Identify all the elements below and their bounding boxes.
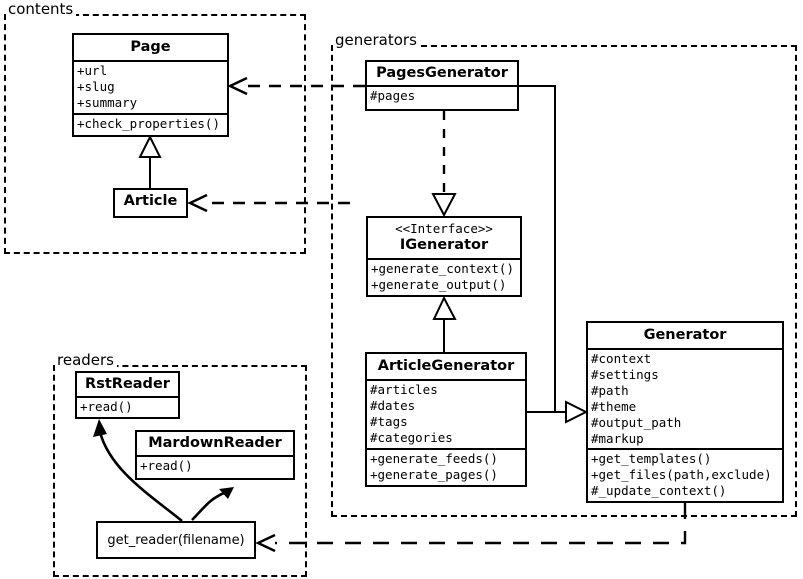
class-mardown-reader-methods: +read() — [137, 455, 293, 476]
class-article[interactable]: Article — [113, 188, 188, 218]
attribute-row: #dates — [370, 398, 416, 414]
class-rst-reader-name: RstReader — [85, 376, 170, 392]
class-article-generator-methods: +generate_feeds() +generate_pages() — [367, 447, 525, 485]
method-row: #_update_context() — [591, 483, 727, 499]
class-page-attributes: +url +slug +summary — [74, 60, 227, 113]
function-get-reader[interactable]: get_reader(filename) — [96, 521, 256, 559]
attribute-row: #pages — [370, 88, 416, 104]
attribute-row: #categories — [370, 429, 453, 445]
package-readers — [53, 365, 307, 577]
attribute-row: #path — [591, 382, 629, 398]
class-igenerator[interactable]: <<Interface>> IGenerator +generate_conte… — [366, 216, 522, 297]
package-generators-label: generators — [333, 31, 420, 49]
class-igenerator-name: <<Interface>> IGenerator — [368, 218, 520, 258]
class-page-methods: +check_properties() — [74, 112, 227, 134]
class-article-generator-name: ArticleGenerator — [377, 358, 515, 374]
method-row: +generate_pages() — [370, 466, 498, 482]
class-igenerator-stereotype: <<Interface>> — [395, 221, 493, 236]
class-rst-reader-methods: +read() — [77, 396, 178, 417]
attribute-row: #theme — [591, 398, 637, 414]
method-row: +generate_context() — [371, 261, 514, 277]
method-row: +read() — [80, 399, 133, 415]
attribute-row: +slug — [77, 79, 115, 95]
class-page-name: Page — [130, 39, 171, 55]
attribute-row: #context — [591, 351, 652, 367]
package-generators — [331, 45, 797, 517]
attribute-row: +url — [77, 63, 108, 79]
class-page[interactable]: Page +url +slug +summary +check_properti… — [72, 33, 229, 137]
class-mardown-reader[interactable]: MardownReader +read() — [135, 430, 295, 480]
class-mardown-reader-name: MardownReader — [148, 435, 282, 451]
attribute-row: #markup — [591, 430, 644, 446]
class-generator[interactable]: Generator #context #settings #path #them… — [586, 321, 784, 503]
attribute-row: #tags — [370, 413, 408, 429]
method-row: +generate_feeds() — [370, 450, 498, 466]
attribute-row: +summary — [77, 94, 138, 110]
class-pages-generator-name: PagesGenerator — [376, 65, 508, 81]
package-contents — [4, 14, 306, 254]
method-row: +read() — [140, 458, 193, 474]
class-pages-generator-attributes: #pages — [367, 85, 517, 106]
class-article-generator-attributes: #articles #dates #tags #categories — [367, 379, 525, 448]
method-row: +get_files(path,exclude) — [591, 467, 772, 483]
class-article-generator[interactable]: ArticleGenerator #articles #dates #tags … — [365, 352, 527, 487]
class-igenerator-methods: +generate_context() +generate_output() — [368, 258, 520, 295]
package-contents-label: contents — [6, 0, 77, 18]
attribute-row: #articles — [370, 382, 438, 398]
class-rst-reader[interactable]: RstReader +read() — [75, 371, 180, 419]
attribute-row: #output_path — [591, 414, 682, 430]
package-readers-label: readers — [55, 351, 117, 369]
class-pages-generator[interactable]: PagesGenerator #pages — [365, 60, 519, 111]
method-row: +get_templates() — [591, 451, 712, 467]
function-get-reader-label: get_reader(filename) — [107, 532, 245, 548]
class-generator-attributes: #context #settings #path #theme #output_… — [588, 348, 782, 448]
class-article-name: Article — [123, 193, 178, 209]
method-row: +generate_output() — [371, 277, 507, 293]
attribute-row: #settings — [591, 367, 659, 383]
class-generator-name: Generator — [643, 327, 727, 343]
class-generator-methods: +get_templates() +get_files(path,exclude… — [588, 448, 782, 501]
class-igenerator-title: IGenerator — [399, 237, 489, 253]
method-row: +check_properties() — [77, 115, 220, 131]
